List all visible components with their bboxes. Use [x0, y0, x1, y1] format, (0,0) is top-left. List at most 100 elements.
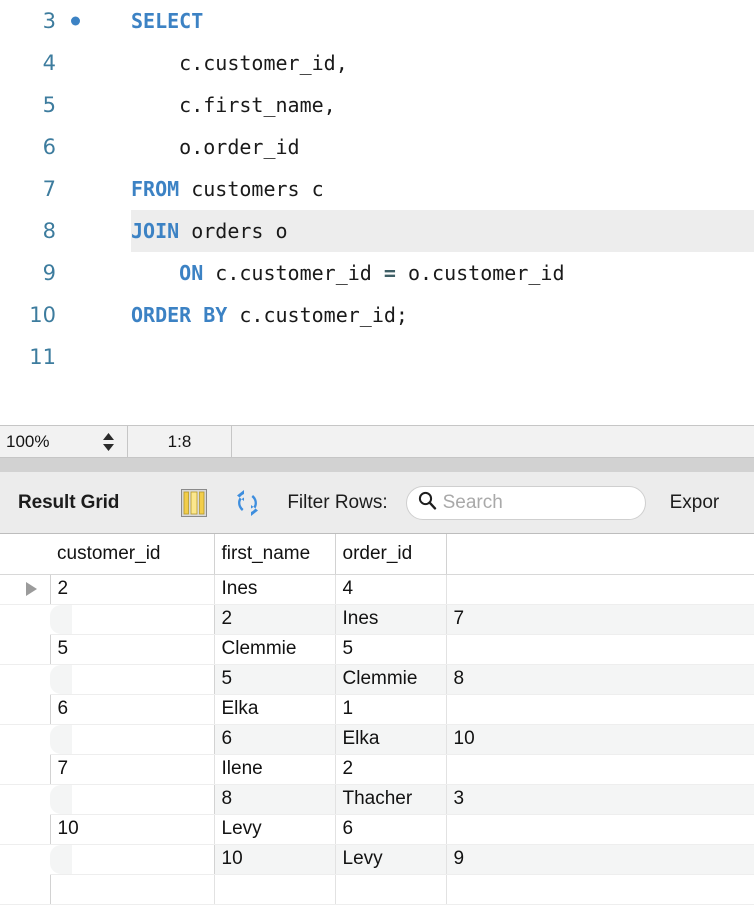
code-line[interactable]: 9 ON c.customer_id = o.customer_id	[0, 252, 754, 294]
cell-first_name[interactable]: Clemmie	[214, 634, 336, 665]
cell-first_name[interactable]: Clemmie	[335, 664, 447, 695]
row-selector-cell[interactable]	[50, 844, 215, 875]
cell-order_id[interactable]: 9	[446, 844, 754, 875]
row-selector-cell[interactable]	[0, 694, 51, 725]
cell-first_name[interactable]: Ines	[335, 604, 447, 635]
refresh-arrows-icon[interactable]	[231, 486, 265, 520]
column-header-first_name[interactable]: first_name	[214, 534, 336, 575]
line-marker-area[interactable]	[60, 84, 131, 126]
cell-first_name[interactable]: Levy	[214, 814, 336, 845]
column-header-order_id[interactable]: order_id	[335, 534, 447, 575]
cell-customer_id[interactable]: 8	[214, 784, 336, 815]
row-selector-cell[interactable]	[50, 604, 215, 635]
search-input[interactable]	[442, 491, 635, 514]
cell-first_name[interactable]: Ilene	[214, 754, 336, 785]
cell-customer_id[interactable]: 6	[50, 694, 215, 725]
cell-filler	[446, 634, 754, 665]
row-stripe	[50, 604, 72, 633]
cell-first_name[interactable]: Ines	[214, 574, 336, 605]
pane-splitter[interactable]	[0, 458, 754, 472]
filter-rows-search-box[interactable]	[405, 485, 646, 520]
line-marker-area[interactable]	[60, 42, 131, 84]
code-token: =	[383, 261, 396, 285]
cell-order_id[interactable]: 2	[335, 754, 447, 785]
up-down-stepper-icon[interactable]	[102, 432, 115, 452]
line-marker-area[interactable]	[60, 294, 131, 336]
cell-order_id[interactable]: 7	[446, 604, 754, 635]
current-row-arrow-icon	[26, 582, 37, 596]
cell-customer_id[interactable]: 2	[50, 574, 215, 605]
cell-order_id[interactable]: 1	[335, 694, 447, 725]
row-selector-cell[interactable]	[50, 724, 215, 755]
line-marker-area[interactable]	[60, 252, 131, 294]
cell-first_name[interactable]: Thacher	[335, 784, 447, 815]
cell-first_name[interactable]: Levy	[335, 844, 447, 875]
cell-filler	[446, 754, 754, 785]
line-marker-area[interactable]	[60, 126, 131, 168]
code-line[interactable]: 6 o.order_id	[0, 126, 754, 168]
row-selector-cell[interactable]	[0, 754, 51, 785]
code-text: ORDER BY c.customer_id;	[131, 303, 408, 327]
cell-order_id[interactable]: 3	[446, 784, 754, 815]
code-line[interactable]: 5 c.first_name,	[0, 84, 754, 126]
cell-first_name[interactable]: Elka	[335, 724, 447, 755]
line-marker-area[interactable]	[60, 336, 131, 378]
filter-rows-label: Filter Rows:	[287, 491, 388, 513]
cell-order_id[interactable]: 8	[446, 664, 754, 695]
cell-customer_id[interactable]: 7	[50, 754, 215, 785]
code-line[interactable]: 4 c.customer_id,	[0, 42, 754, 84]
code-text: JOIN orders o	[131, 219, 288, 243]
line-marker-area[interactable]	[60, 210, 131, 252]
column-header-customer_id[interactable]: customer_id	[50, 534, 215, 575]
code-token: SELECT	[131, 9, 204, 33]
code-line[interactable]: 11	[0, 336, 754, 378]
cell-first_name[interactable]: Elka	[214, 694, 336, 725]
cell-order_id[interactable]: 5	[335, 634, 447, 665]
cell-customer_id[interactable]: 6	[214, 724, 336, 755]
row-selector-cell[interactable]	[50, 664, 215, 695]
cell-customer_id[interactable]: 5	[50, 634, 215, 665]
zoom-level-cell[interactable]: 100%	[0, 426, 128, 457]
cell-customer_id[interactable]: 10	[214, 844, 336, 875]
row-selector-cell[interactable]	[0, 574, 51, 605]
line-number: 5	[0, 84, 60, 126]
line-marker-area[interactable]	[60, 168, 131, 210]
line-number: 11	[0, 336, 60, 378]
cell-customer_id[interactable]: 10	[50, 814, 215, 845]
table-row-empty[interactable]	[0, 874, 754, 905]
cell-order_id[interactable]: 4	[335, 574, 447, 605]
cell-filler	[446, 814, 754, 845]
line-marker-area[interactable]	[60, 0, 131, 42]
result-table-header-row: customer_id first_name order_id	[0, 534, 754, 575]
result-grid-toolbar: Result Grid Filter Rows: Expor	[0, 472, 754, 534]
export-button[interactable]: Expor	[669, 491, 720, 513]
cell-order_id[interactable]: 6	[335, 814, 447, 845]
column-grid-icon[interactable]	[177, 486, 211, 520]
breakpoint-dot-icon[interactable]	[71, 16, 80, 26]
row-selector-cell[interactable]	[0, 634, 51, 665]
cell-order_id[interactable]: 10	[446, 724, 754, 755]
cell-customer_id[interactable]: 2	[214, 604, 336, 635]
row-selector-cell[interactable]	[50, 784, 215, 815]
row-selector-cell[interactable]	[0, 814, 51, 845]
cell-customer_id[interactable]: 5	[214, 664, 336, 695]
code-token: ON	[179, 261, 204, 285]
empty-cell	[335, 874, 447, 905]
